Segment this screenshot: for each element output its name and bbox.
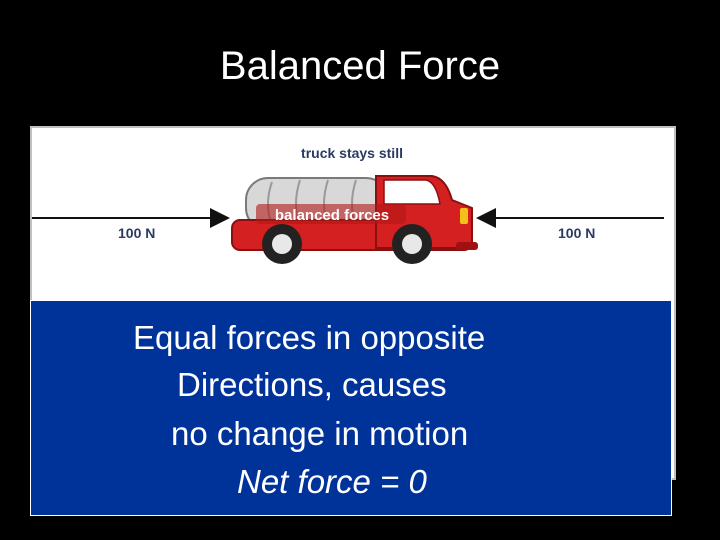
caption-net-force: Net force = 0 xyxy=(237,463,427,500)
truck-illustration: truck stays still 100 N 100 N xyxy=(32,145,664,264)
caption-line-1: Equal forces in opposite xyxy=(133,319,486,356)
right-force-label: 100 N xyxy=(558,225,595,241)
diagram-heading: truck stays still xyxy=(301,145,403,161)
truck-icon xyxy=(231,175,478,264)
balanced-forces-label: balanced forces xyxy=(275,207,389,224)
caption-line-2: Directions, causes xyxy=(177,366,447,403)
slide-title: Balanced Force xyxy=(219,44,501,88)
caption-line-3: no change in motion xyxy=(171,415,469,452)
left-force-label: 100 N xyxy=(118,225,155,241)
caption-box: Equal forces in opposite Directions, cau… xyxy=(30,300,672,516)
